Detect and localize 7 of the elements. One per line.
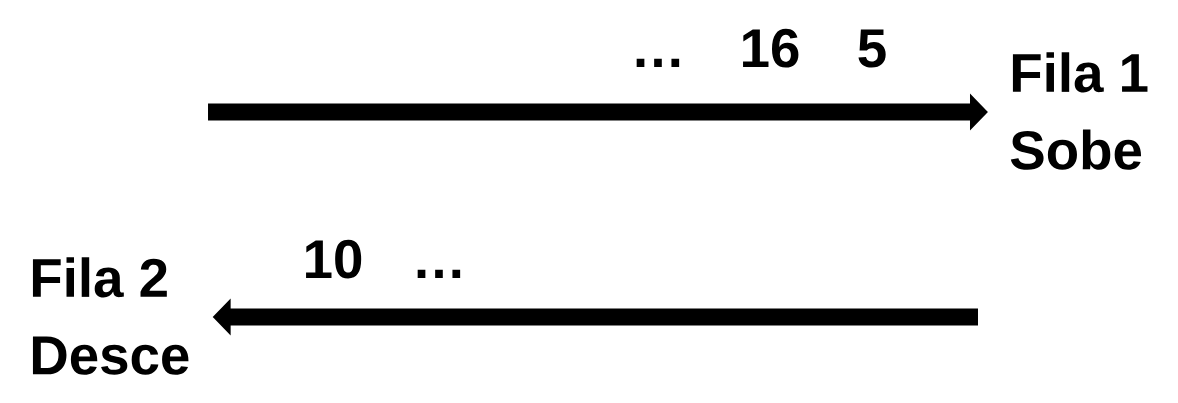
ellipsis-label: …	[417, 269, 461, 278]
queue-label: Fila 2 Desce	[32, 257, 189, 375]
queue-label: Fila 1 Sobe	[1010, 52, 1148, 170]
queue-number: 5	[858, 29, 886, 68]
ellipsis-label: …	[636, 58, 680, 67]
queue-number: 16	[743, 28, 799, 68]
queue-number: 10	[306, 239, 362, 279]
